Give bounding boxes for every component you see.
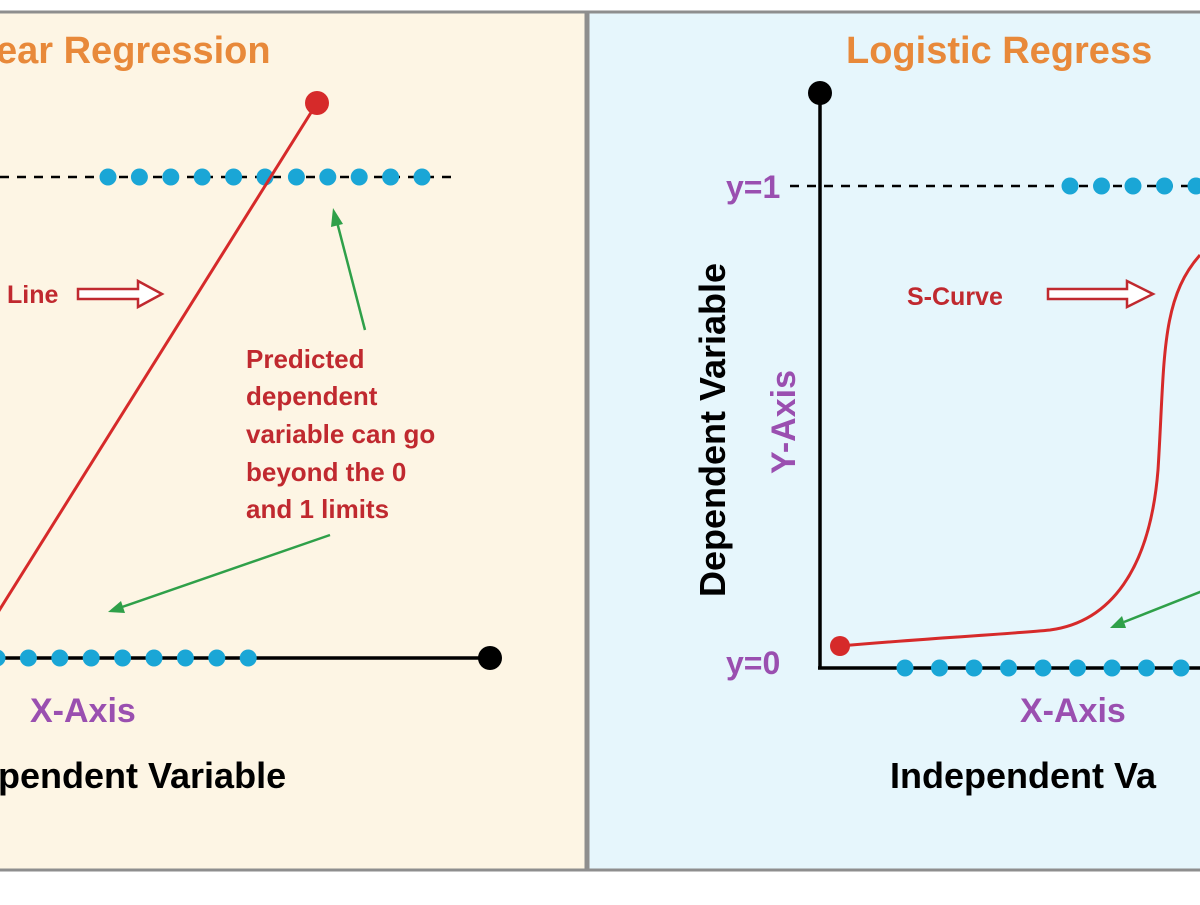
data-point-dot (194, 169, 211, 186)
data-point-dot (208, 650, 225, 667)
right-y-axis-label: Y-Axis (765, 370, 803, 474)
data-point-dot (288, 169, 305, 186)
data-point-dot (100, 169, 117, 186)
data-point-dot (1138, 660, 1155, 677)
right-panel-background (588, 12, 1200, 870)
data-point-dot (1062, 178, 1079, 195)
data-point-dot (131, 169, 148, 186)
data-point-dot (20, 650, 37, 667)
data-point-dot (1093, 178, 1110, 195)
s-curve-label: S-Curve (907, 283, 1003, 311)
left-x-axis-label: X-Axis (30, 692, 136, 730)
data-point-dot (114, 650, 131, 667)
data-point-dot (897, 660, 914, 677)
right-independent-variable-label: Independent Va (890, 755, 1157, 796)
logistic-regression-panel: Logistic Regress y=1 y=0 S-Curve Depende… (588, 12, 1200, 870)
right-y-variable-label: Dependent Variable (692, 263, 733, 597)
data-point-dot (1173, 660, 1190, 677)
right-y-axis-end-dot (808, 81, 832, 105)
annotation-line-2: dependent (246, 381, 378, 411)
s-curve-start-dot (830, 636, 850, 656)
data-point-dot (51, 650, 68, 667)
data-point-dot (162, 169, 179, 186)
data-point-dot (1125, 178, 1142, 195)
right-bottom-data-points (897, 660, 1190, 677)
data-point-dot (240, 650, 257, 667)
annotation-line-3: variable can go (246, 419, 435, 449)
data-point-dot (1156, 178, 1173, 195)
data-point-dot (414, 169, 431, 186)
data-point-dot (319, 169, 336, 186)
data-point-dot (146, 650, 163, 667)
data-point-dot (931, 660, 948, 677)
y1-label: y=1 (726, 169, 780, 205)
data-point-dot (1104, 660, 1121, 677)
data-point-dot (83, 650, 100, 667)
data-point-dot (382, 169, 399, 186)
left-x-axis-end-dot (478, 646, 502, 670)
data-point-dot (177, 650, 194, 667)
left-panel-title: ear Regression (0, 30, 271, 72)
linear-line-end-dot (305, 91, 329, 115)
data-point-dot (966, 660, 983, 677)
annotation-line-1: Predicted (246, 344, 365, 374)
data-point-dot (1035, 660, 1052, 677)
data-point-dot (1069, 660, 1086, 677)
data-point-dot (351, 169, 368, 186)
annotation-line-4: beyond the 0 (246, 457, 406, 487)
data-point-dot (1000, 660, 1017, 677)
linear-regression-panel: ear Regression Line Predicted dependent … (0, 12, 586, 870)
annotation-line-5: and 1 limits (246, 494, 389, 524)
data-point-dot (225, 169, 242, 186)
y0-label: y=0 (726, 645, 780, 681)
right-x-axis-label: X-Axis (1020, 692, 1126, 730)
left-independent-variable-label: pendent Variable (0, 755, 286, 796)
right-panel-title: Logistic Regress (846, 30, 1152, 72)
line-label: Line (7, 281, 58, 309)
